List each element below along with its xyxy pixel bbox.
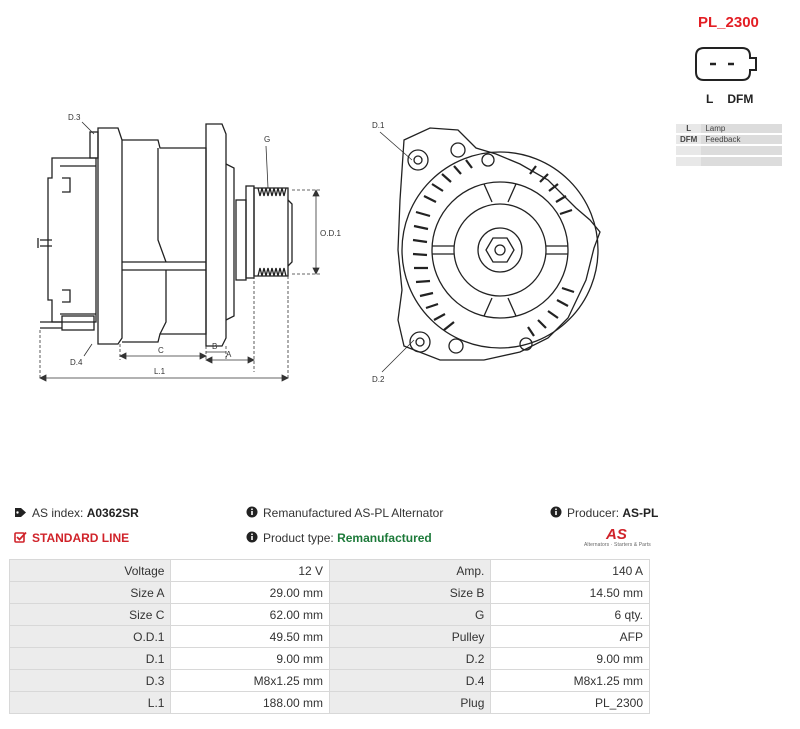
spec-label: Plug <box>329 691 492 714</box>
pin-key <box>676 157 702 166</box>
pin-desc: Lamp <box>701 124 782 133</box>
spec-value: 9.00 mm <box>170 647 331 670</box>
as-index-label: AS index: <box>32 506 84 520</box>
spec-value: PL_2300 <box>490 691 650 714</box>
checkbox-checked-icon <box>14 531 27 546</box>
spec-label: D.4 <box>329 669 492 692</box>
product-type-value: Remanufactured <box>337 531 432 545</box>
spec-value: 6 qty. <box>490 603 650 626</box>
spec-value: 188.00 mm <box>170 691 331 714</box>
info-icon <box>246 531 258 546</box>
standard-line: STANDARD LINE <box>14 531 129 546</box>
spec-label: L.1 <box>8 691 172 714</box>
pin-desc: Feedback <box>701 135 782 144</box>
label-g: G <box>264 135 270 144</box>
spec-value: 14.50 mm <box>490 581 650 604</box>
info-icon <box>246 506 258 521</box>
pin-desc <box>701 157 782 166</box>
spec-value: 62.00 mm <box>170 603 331 626</box>
logo-mark: AS <box>606 526 627 543</box>
spec-label: Size C <box>8 603 172 626</box>
spec-label: D.2 <box>329 647 492 670</box>
info-icon <box>550 506 562 521</box>
tag-icon <box>14 507 27 521</box>
label-d2: D.2 <box>372 375 385 384</box>
description-text: Remanufactured AS-PL Alternator <box>263 506 444 520</box>
spec-value: 140 A <box>490 559 650 582</box>
pin-key <box>676 146 702 155</box>
spec-label: Size A <box>8 581 172 604</box>
logo-subtitle: Alternators · Starters & Parts <box>584 542 651 548</box>
spec-value: M8x1.25 mm <box>170 669 331 692</box>
plug-connector-icon <box>695 47 757 81</box>
spec-label: D.3 <box>8 669 172 692</box>
pin-label-dfm: DFM <box>727 92 754 106</box>
spec-value: 12 V <box>170 559 331 582</box>
pin-row <box>676 157 782 166</box>
spec-value: 29.00 mm <box>170 581 331 604</box>
label-od1: O.D.1 <box>320 229 341 238</box>
spec-label: Voltage <box>8 559 172 582</box>
spec-value: AFP <box>490 625 650 648</box>
pin-desc <box>701 146 782 155</box>
spec-value: 9.00 mm <box>490 647 650 670</box>
description: Remanufactured AS-PL Alternator <box>246 506 443 521</box>
label-d4: D.4 <box>70 358 83 367</box>
producer-label: Producer: <box>567 506 620 520</box>
label-a: A <box>226 350 232 359</box>
as-index: AS index: A0362SR <box>14 506 139 521</box>
pin-row <box>676 146 782 155</box>
spec-label: Pulley <box>329 625 492 648</box>
producer: Producer: AS-PL <box>550 506 658 521</box>
pin-label-l: L <box>706 92 714 106</box>
as-index-value: A0362SR <box>86 506 139 520</box>
product-type: Product type: Remanufactured <box>246 531 432 546</box>
pin-key: L <box>676 124 702 133</box>
label-c: C <box>158 346 164 355</box>
label-l1: L.1 <box>154 367 166 376</box>
spec-label: G <box>329 603 492 626</box>
producer-value: AS-PL <box>622 506 659 520</box>
pin-key: DFM <box>676 135 702 144</box>
spec-label: D.1 <box>8 647 172 670</box>
spec-value: M8x1.25 mm <box>490 669 650 692</box>
plug-code: PL_2300 <box>698 14 759 31</box>
label-d3: D.3 <box>68 113 81 122</box>
standard-line-label: STANDARD LINE <box>32 531 130 545</box>
spec-value: 49.50 mm <box>170 625 331 648</box>
alternator-technical-drawing: D.3 G O.D.1 D.4 C B A L.1 D.1 D.2 <box>37 113 601 384</box>
spec-label: Amp. <box>329 559 492 582</box>
product-type-label: Product type: <box>263 531 334 545</box>
as-pl-logo: AS Alternators · Starters & Parts <box>584 526 654 552</box>
plug-pin-labels: L DFM <box>706 92 767 106</box>
label-b: B <box>212 342 217 351</box>
spec-label: Size B <box>329 581 492 604</box>
spec-label: O.D.1 <box>8 625 172 648</box>
label-d1: D.1 <box>372 121 385 130</box>
